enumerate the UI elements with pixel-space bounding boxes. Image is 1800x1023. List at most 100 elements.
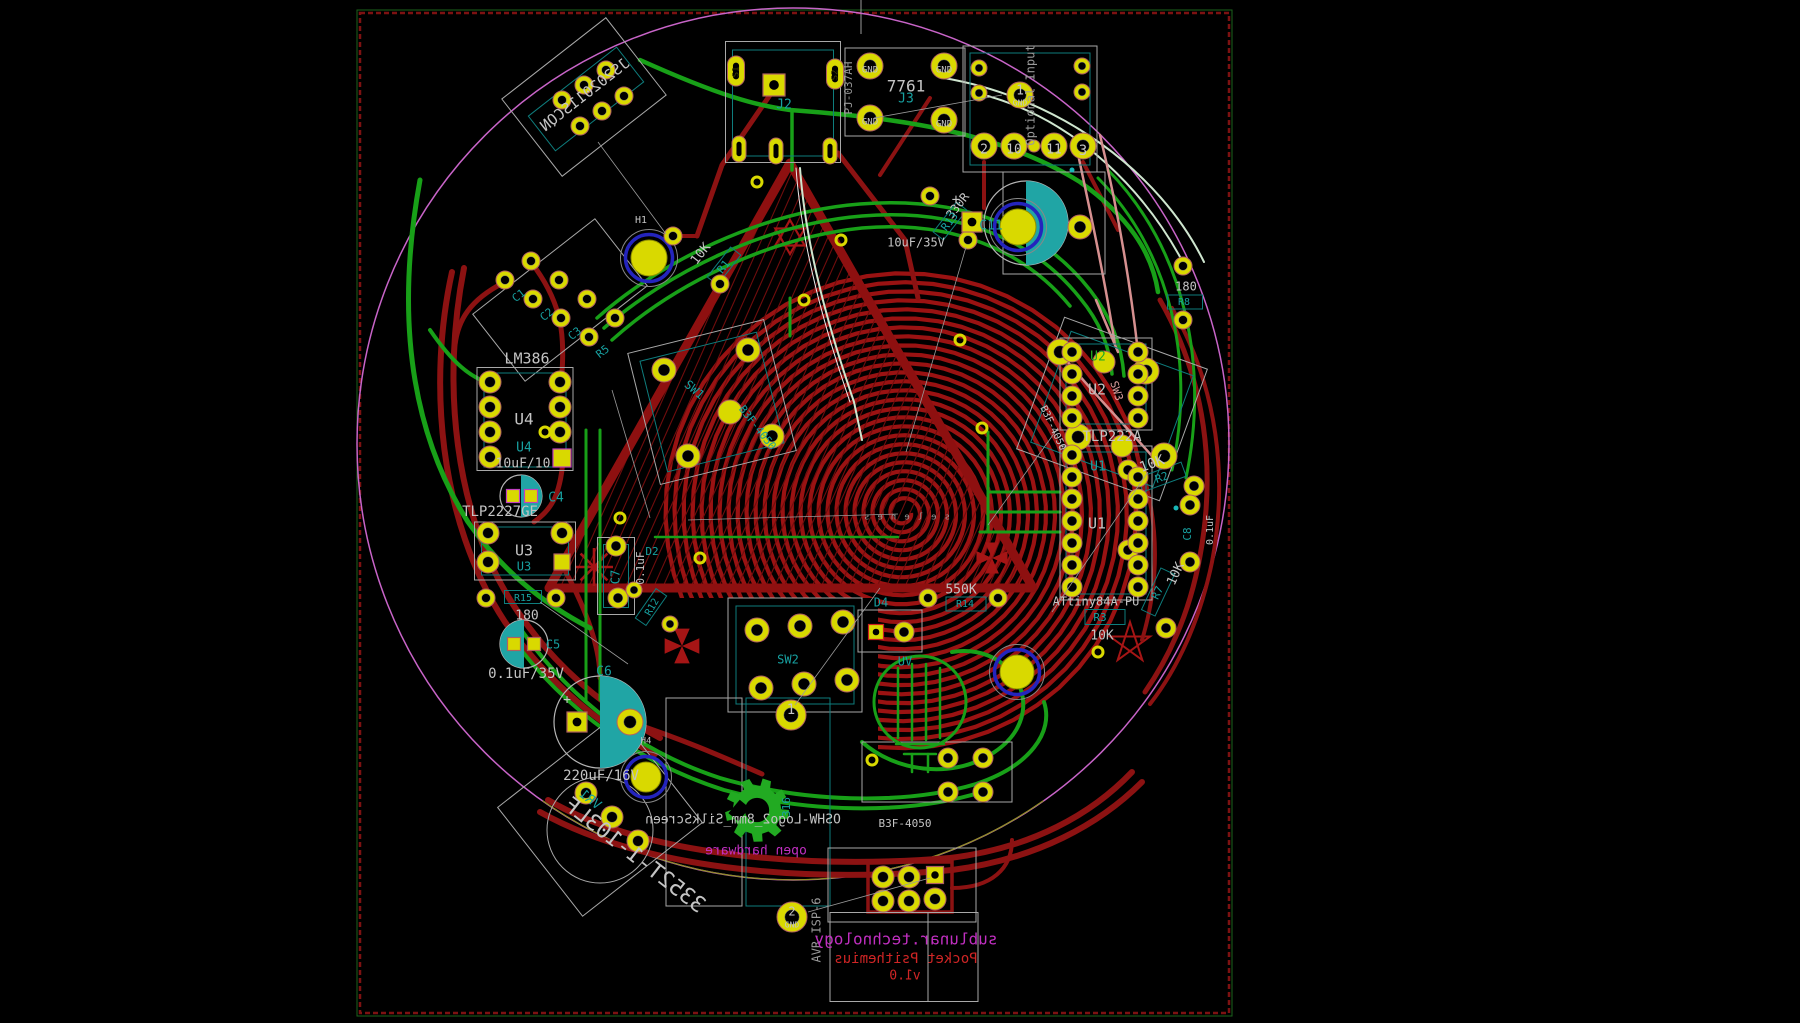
trace-front-copper bbox=[1106, 168, 1197, 480]
ref-r3: R3 bbox=[1093, 611, 1106, 624]
pad-ring-hole bbox=[783, 707, 799, 723]
pad-square-hole bbox=[769, 80, 779, 90]
pad-square bbox=[553, 553, 571, 571]
pad-ring-hole bbox=[1073, 220, 1087, 234]
uv-lamp-bulb bbox=[872, 654, 968, 750]
footprint-outline bbox=[827, 847, 977, 923]
pad-ring-hole bbox=[580, 787, 592, 799]
pad-ring-hole bbox=[1076, 139, 1090, 153]
pad-ring-hole bbox=[1066, 412, 1078, 424]
pad-square bbox=[523, 488, 539, 504]
pad-ring-hole bbox=[1184, 556, 1196, 568]
triangle-hatch-line bbox=[46, 0, 371, 552]
pad-ring-hole bbox=[1132, 537, 1144, 549]
brand-version: v1.0 bbox=[889, 969, 920, 984]
pad-ring-hole bbox=[1132, 390, 1144, 402]
triangle-hatch-line bbox=[549, 163, 597, 588]
pad-ring-hole bbox=[551, 593, 561, 603]
trace-back-copper bbox=[694, 92, 773, 239]
via bbox=[797, 293, 811, 307]
pad-ring-hole bbox=[606, 811, 618, 823]
pad-ring-hole bbox=[784, 909, 800, 925]
trace-front-copper bbox=[610, 225, 1072, 342]
maltese-cross-ornament bbox=[992, 551, 1008, 565]
val-tlp222a: TLP222A bbox=[1082, 429, 1142, 445]
pad-disc bbox=[1110, 434, 1134, 458]
triangle-hatch-line bbox=[100, 0, 425, 577]
pad-ring-hole bbox=[484, 426, 496, 438]
maltese-cross-ornament bbox=[985, 542, 999, 558]
pad-ring-hole bbox=[923, 593, 933, 603]
pad-ring-hole bbox=[556, 313, 566, 323]
triangle-hatch-line bbox=[115, 0, 440, 584]
pad-ring-hole bbox=[597, 106, 607, 116]
triangle-hatch-line bbox=[798, 163, 1033, 588]
pad-ring-hole bbox=[619, 91, 629, 101]
val-sw2: B3F-4050 bbox=[879, 817, 932, 830]
triangle-hatch-line bbox=[69, 0, 394, 563]
pad-ring-hole bbox=[750, 623, 764, 637]
pad-disc bbox=[717, 399, 743, 425]
pad-num-1-gnd: GND bbox=[1013, 99, 1028, 108]
airwire bbox=[987, 427, 1059, 526]
triangle-hatch-line bbox=[123, 0, 448, 587]
ref-u4-w: U4 bbox=[514, 410, 533, 429]
via bbox=[538, 425, 552, 439]
silk-open-hardware: open hardware bbox=[705, 844, 807, 859]
triangle-hatch-line bbox=[1109, 295, 1434, 1023]
ref-j2: J2 bbox=[776, 98, 792, 113]
triangle-hatch-line bbox=[1172, 323, 1497, 1023]
plus-c11: + bbox=[952, 192, 960, 208]
pad-ring-hole bbox=[1132, 412, 1144, 424]
pad-ring-hole bbox=[877, 871, 889, 883]
val-316: 316 bbox=[780, 797, 793, 817]
val-c11: 10uF/35V bbox=[887, 236, 945, 250]
trace-pink bbox=[1098, 133, 1140, 354]
pad-ring-hole bbox=[500, 275, 510, 285]
pad-ring-hole bbox=[1071, 430, 1085, 444]
triangle-hatch-line bbox=[154, 0, 479, 601]
pad-ring-hole bbox=[1047, 139, 1061, 153]
pad-ring-hole bbox=[1184, 499, 1196, 511]
via bbox=[693, 551, 707, 565]
pad-ring-hole bbox=[1007, 139, 1021, 153]
pad-square bbox=[552, 448, 572, 468]
triangle-hatch-line bbox=[1203, 337, 1528, 1023]
ref-c5: C5 bbox=[546, 638, 560, 652]
pad-ring-hole bbox=[793, 619, 807, 633]
ref-r7: R7 bbox=[1149, 584, 1166, 602]
ref-c11: C11 bbox=[979, 219, 1002, 234]
val-u4: 10uF/10 bbox=[496, 457, 551, 472]
footprint-outline bbox=[725, 41, 841, 163]
pad-ring-hole bbox=[937, 59, 951, 73]
triangle-hatch-line bbox=[775, 163, 1033, 588]
pad-ring-hole bbox=[554, 275, 564, 285]
pad-ring-hole bbox=[1066, 537, 1078, 549]
triangle-hatch-line bbox=[53, 0, 378, 556]
teal-dot bbox=[1173, 505, 1179, 511]
footprint-outline bbox=[932, 201, 968, 241]
pad-square bbox=[526, 636, 542, 652]
pad-ring-hole bbox=[528, 294, 538, 304]
via bbox=[834, 233, 848, 247]
airwire bbox=[611, 389, 651, 519]
val-r3: 10K bbox=[1090, 629, 1114, 644]
trace-front-copper bbox=[405, 177, 593, 631]
pad-gnd-1: GND bbox=[862, 66, 878, 76]
pad-ring-hole bbox=[1066, 559, 1078, 571]
trace-back-copper bbox=[1148, 306, 1222, 706]
footprint-outline bbox=[627, 318, 797, 486]
footprint-outline bbox=[1084, 609, 1126, 625]
val-tlp2227ge: TLP2227GE bbox=[462, 504, 538, 520]
coil-spiral bbox=[663, 271, 1147, 751]
triangle-hatch-line bbox=[549, 163, 853, 588]
triangle-hatch-line bbox=[1210, 340, 1535, 1023]
pad-ring-hole bbox=[1132, 368, 1144, 380]
pad-oval-slot bbox=[736, 141, 742, 157]
pad-ring-hole bbox=[482, 527, 494, 539]
trace-front-copper bbox=[595, 200, 1126, 378]
pad-ring-hole bbox=[1066, 346, 1078, 358]
pad-ring-hole bbox=[836, 615, 850, 629]
silk-optional-input: Optional Input bbox=[1024, 44, 1038, 145]
